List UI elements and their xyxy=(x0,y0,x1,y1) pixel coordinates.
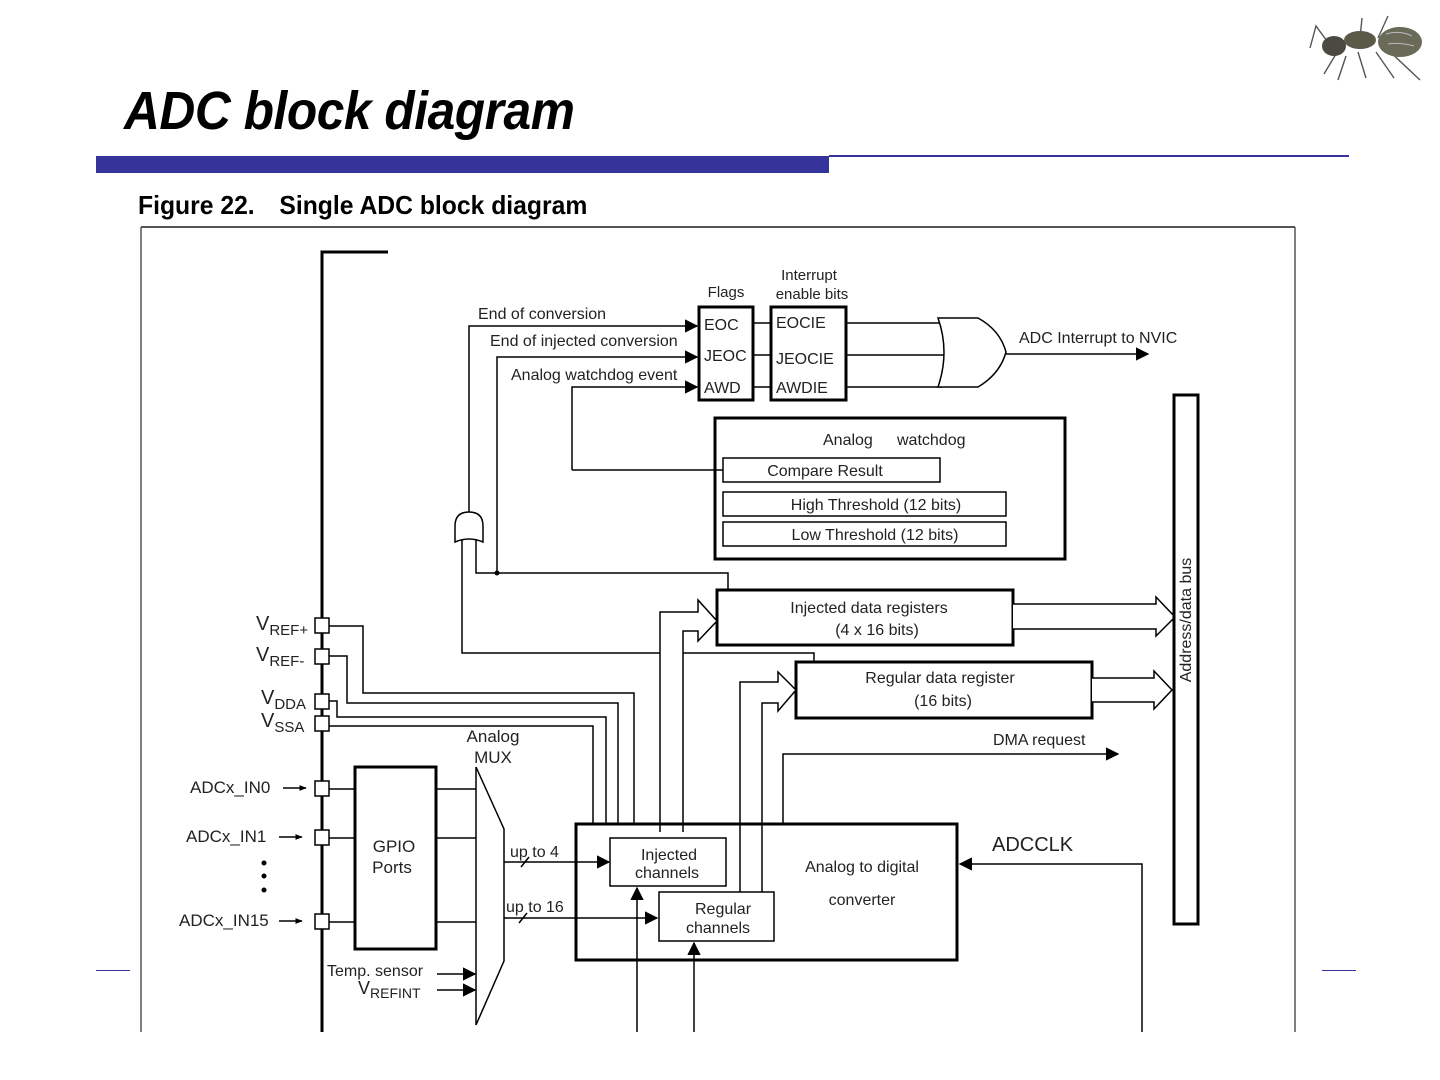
footer-divider-right xyxy=(1322,970,1356,971)
end-of-injected-conversion-label: End of injected conversion xyxy=(490,333,678,350)
bus-arrows xyxy=(659,595,1177,892)
gpio-line2: Ports xyxy=(372,858,412,877)
adcclk-arrow xyxy=(958,857,1143,1032)
bit-awdie: AWDIE xyxy=(776,380,828,397)
vrefint-label: VREFINT xyxy=(358,978,421,1001)
vssa-label: VSSA xyxy=(261,710,304,736)
junction-dot xyxy=(494,570,500,576)
regular-data-register: Regular data register (16 bits) xyxy=(794,660,1094,720)
flag-to-enable-links xyxy=(753,322,946,388)
up-to-16-label: up to 16 xyxy=(506,899,564,916)
compare-result-register: Compare Result xyxy=(767,463,883,480)
dma-request-arrow xyxy=(782,747,1120,824)
injected-channels-line2: channels xyxy=(635,865,699,882)
interrupt-header-2: enable bits xyxy=(776,286,849,303)
adc-line2: converter xyxy=(829,892,896,909)
regular-channels-line2: channels xyxy=(686,920,750,937)
flags-header: Flags xyxy=(708,284,745,301)
trigger-lines xyxy=(630,886,701,1032)
adc-in0-label: ADCx_IN0 xyxy=(190,778,270,797)
adc-interrupt-label: ADC Interrupt to NVIC xyxy=(1019,330,1177,347)
device-boundary xyxy=(320,250,388,1032)
figure-frame xyxy=(140,226,1296,1032)
adc-converter-block: Analog to digital converter xyxy=(574,822,959,962)
injected-registers-line1: Injected data registers xyxy=(790,600,947,617)
temp-sensor-label: Temp. sensor xyxy=(327,963,424,980)
low-threshold-register: Low Threshold (12 bits) xyxy=(792,527,959,544)
power-pin-traces xyxy=(329,625,635,824)
mux-outputs xyxy=(504,855,659,925)
watchdog-title-a: Analog xyxy=(823,432,873,449)
vref-plus-label: VREF+ xyxy=(256,613,308,639)
up-to-4-label: up to 4 xyxy=(510,844,559,861)
watchdog-title-b: watchdog xyxy=(896,432,966,449)
regular-register-line2: (16 bits) xyxy=(914,693,972,710)
injected-registers-line2: (4 x 16 bits) xyxy=(835,622,919,639)
adc-line1: Analog to digital xyxy=(805,859,919,876)
dma-request-label: DMA request xyxy=(993,732,1086,749)
gpio-line1: GPIO xyxy=(373,837,416,856)
address-bus-label: Address/data bus xyxy=(1178,558,1195,683)
internal-inputs xyxy=(437,967,477,997)
gpio-ports-block: GPIO Ports xyxy=(353,765,438,951)
title-underline-thick xyxy=(96,156,829,173)
vdda-label: VDDA xyxy=(261,687,306,713)
analog-watchdog-event-label: Analog watchdog event xyxy=(511,367,678,384)
ellipsis-dots xyxy=(261,860,267,893)
injected-data-registers: Injected data registers (4 x 16 bits) xyxy=(715,588,1015,647)
adc-in15-label: ADCx_IN15 xyxy=(179,911,269,930)
adcclk-label: ADCCLK xyxy=(992,834,1074,856)
adc-in1-label: ADCx_IN1 xyxy=(186,827,266,846)
address-data-bus: Address/data bus xyxy=(1172,393,1200,926)
end-of-conversion-label: End of conversion xyxy=(478,306,606,323)
mux-line2: MUX xyxy=(474,748,512,767)
figure-number: Figure 22. xyxy=(138,190,255,220)
injected-channels-line1: Injected xyxy=(641,847,697,864)
regular-register-line1: Regular data register xyxy=(865,670,1015,687)
flag-eoc: EOC xyxy=(704,317,739,334)
gate-input-lines xyxy=(461,540,815,662)
analog-watchdog-block: Analog watchdog Compare Result High Thre… xyxy=(713,416,1067,561)
vref-minus-label: VREF- xyxy=(256,644,304,670)
slide-title: ADC block diagram xyxy=(124,81,575,141)
flag-signal-lines xyxy=(468,319,723,572)
regular-channels-line1: Regular xyxy=(695,901,752,918)
flag-awd: AWD xyxy=(704,380,741,397)
title-underline-thin xyxy=(829,155,1349,157)
bit-eocie: EOCIE xyxy=(776,315,826,332)
figure-caption: Figure 22. Single ADC block diagram xyxy=(138,190,587,221)
adc-input-arrows xyxy=(279,785,307,924)
mux-line1: Analog xyxy=(467,727,520,746)
footer-divider-left xyxy=(96,970,130,971)
or-gate xyxy=(936,317,1007,388)
bit-jeocie: JEOCIE xyxy=(776,351,834,368)
figure-title: Single ADC block diagram xyxy=(279,190,588,220)
flags-block: Flags EOC JEOC AWD xyxy=(697,284,755,402)
gpio-traces xyxy=(329,788,476,923)
ant-icon xyxy=(1309,15,1422,81)
analog-mux: Analog MUX xyxy=(467,727,520,1026)
flag-jeoc: JEOC xyxy=(704,348,747,365)
high-threshold-register: High Threshold (12 bits) xyxy=(791,497,961,514)
interrupt-enable-block: Interrupt enable bits EOCIE JEOCIE AWDIE xyxy=(769,267,849,402)
regular-channels-block: Regular channels xyxy=(658,891,775,942)
interrupt-header-1: Interrupt xyxy=(781,267,838,284)
injected-channels-block: Injected channels xyxy=(609,837,727,887)
and-gate xyxy=(454,511,484,544)
